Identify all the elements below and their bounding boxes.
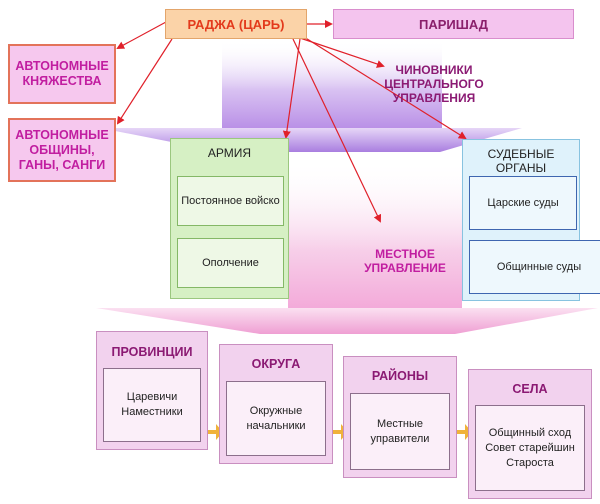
level-body-provinces: Царевичи Наместники	[103, 368, 201, 442]
principalities-box: АВТОНОМНЫЕ КНЯЖЕСТВА	[8, 44, 116, 104]
parishad-box: ПАРИШАД	[333, 9, 574, 39]
level-panel-regions: РАЙОНЫ Местные управители	[343, 356, 457, 478]
army-title: АРМИЯ	[207, 146, 252, 160]
courts-title: СУДЕБНЫЕ ОРГАНЫ	[487, 147, 555, 175]
raja-label: РАДЖА (ЦАРЬ)	[187, 16, 285, 32]
royal-courts-box: Царские суды	[469, 176, 577, 230]
standing-army-box: Постоянное войско	[177, 176, 284, 226]
community-courts-box: Общинные суды	[469, 240, 600, 294]
communities-box: АВТОНОМНЫЕ ОБЩИНЫ, ГАНЫ, САНГИ	[8, 118, 116, 182]
level-body-villages: Общинный сход Совет старейшин Староста	[475, 405, 585, 491]
level-text-villages: Общинный сход Совет старейшин Староста	[485, 426, 575, 469]
level-panel-districts: ОКРУГА Окружные начальники	[219, 344, 333, 464]
level-title-villages: СЕЛА	[512, 382, 548, 396]
level-panel-villages: СЕЛА Общинный сход Совет старейшин Старо…	[468, 369, 592, 499]
community-courts-label: Общинные суды	[496, 261, 582, 273]
level-title-districts: ОКРУГА	[251, 357, 301, 371]
level-body-regions: Местные управители	[350, 393, 450, 470]
level-body-districts: Окружные начальники	[226, 381, 326, 456]
communities-label: АВТОНОМНЫЕ ОБЩИНЫ, ГАНЫ, САНГИ	[15, 127, 109, 172]
authority-arrows	[116, 20, 467, 223]
principalities-label: АВТОНОМНЫЕ КНЯЖЕСТВА	[15, 59, 109, 88]
standing-army-label: Постоянное войско	[181, 195, 280, 207]
local-government-label: МЕСТНОЕ УПРАВЛЕНИЕ	[364, 247, 446, 275]
militia-box: Ополчение	[177, 238, 284, 288]
lower-funnel	[96, 160, 598, 334]
level-title-regions: РАЙОНЫ	[371, 369, 429, 383]
militia-label: Ополчение	[202, 257, 259, 269]
courts-panel: СУДЕБНЫЕ ОРГАНЫ Царские суды Общинные су…	[462, 139, 600, 301]
level-text-provinces: Царевичи Наместники	[121, 391, 183, 418]
raja-box: РАДЖА (ЦАРЬ)	[165, 9, 307, 39]
level-text-regions: Местные управители	[370, 417, 430, 445]
level-panel-provinces: ПРОВИНЦИИ Царевичи Наместники	[96, 331, 208, 450]
royal-courts-label: Царские суды	[487, 197, 559, 209]
army-panel: АРМИЯ Постоянное войско Ополчение	[170, 138, 289, 299]
parishad-label: ПАРИШАД	[419, 16, 488, 32]
level-text-districts: Окружные начальники	[246, 404, 306, 432]
level-title-provinces: ПРОВИНЦИИ	[111, 345, 193, 359]
officials-label: ЧИНОВНИКИ ЦЕНТРАЛЬНОГО УПРАВЛЕНИЯ	[384, 63, 484, 105]
